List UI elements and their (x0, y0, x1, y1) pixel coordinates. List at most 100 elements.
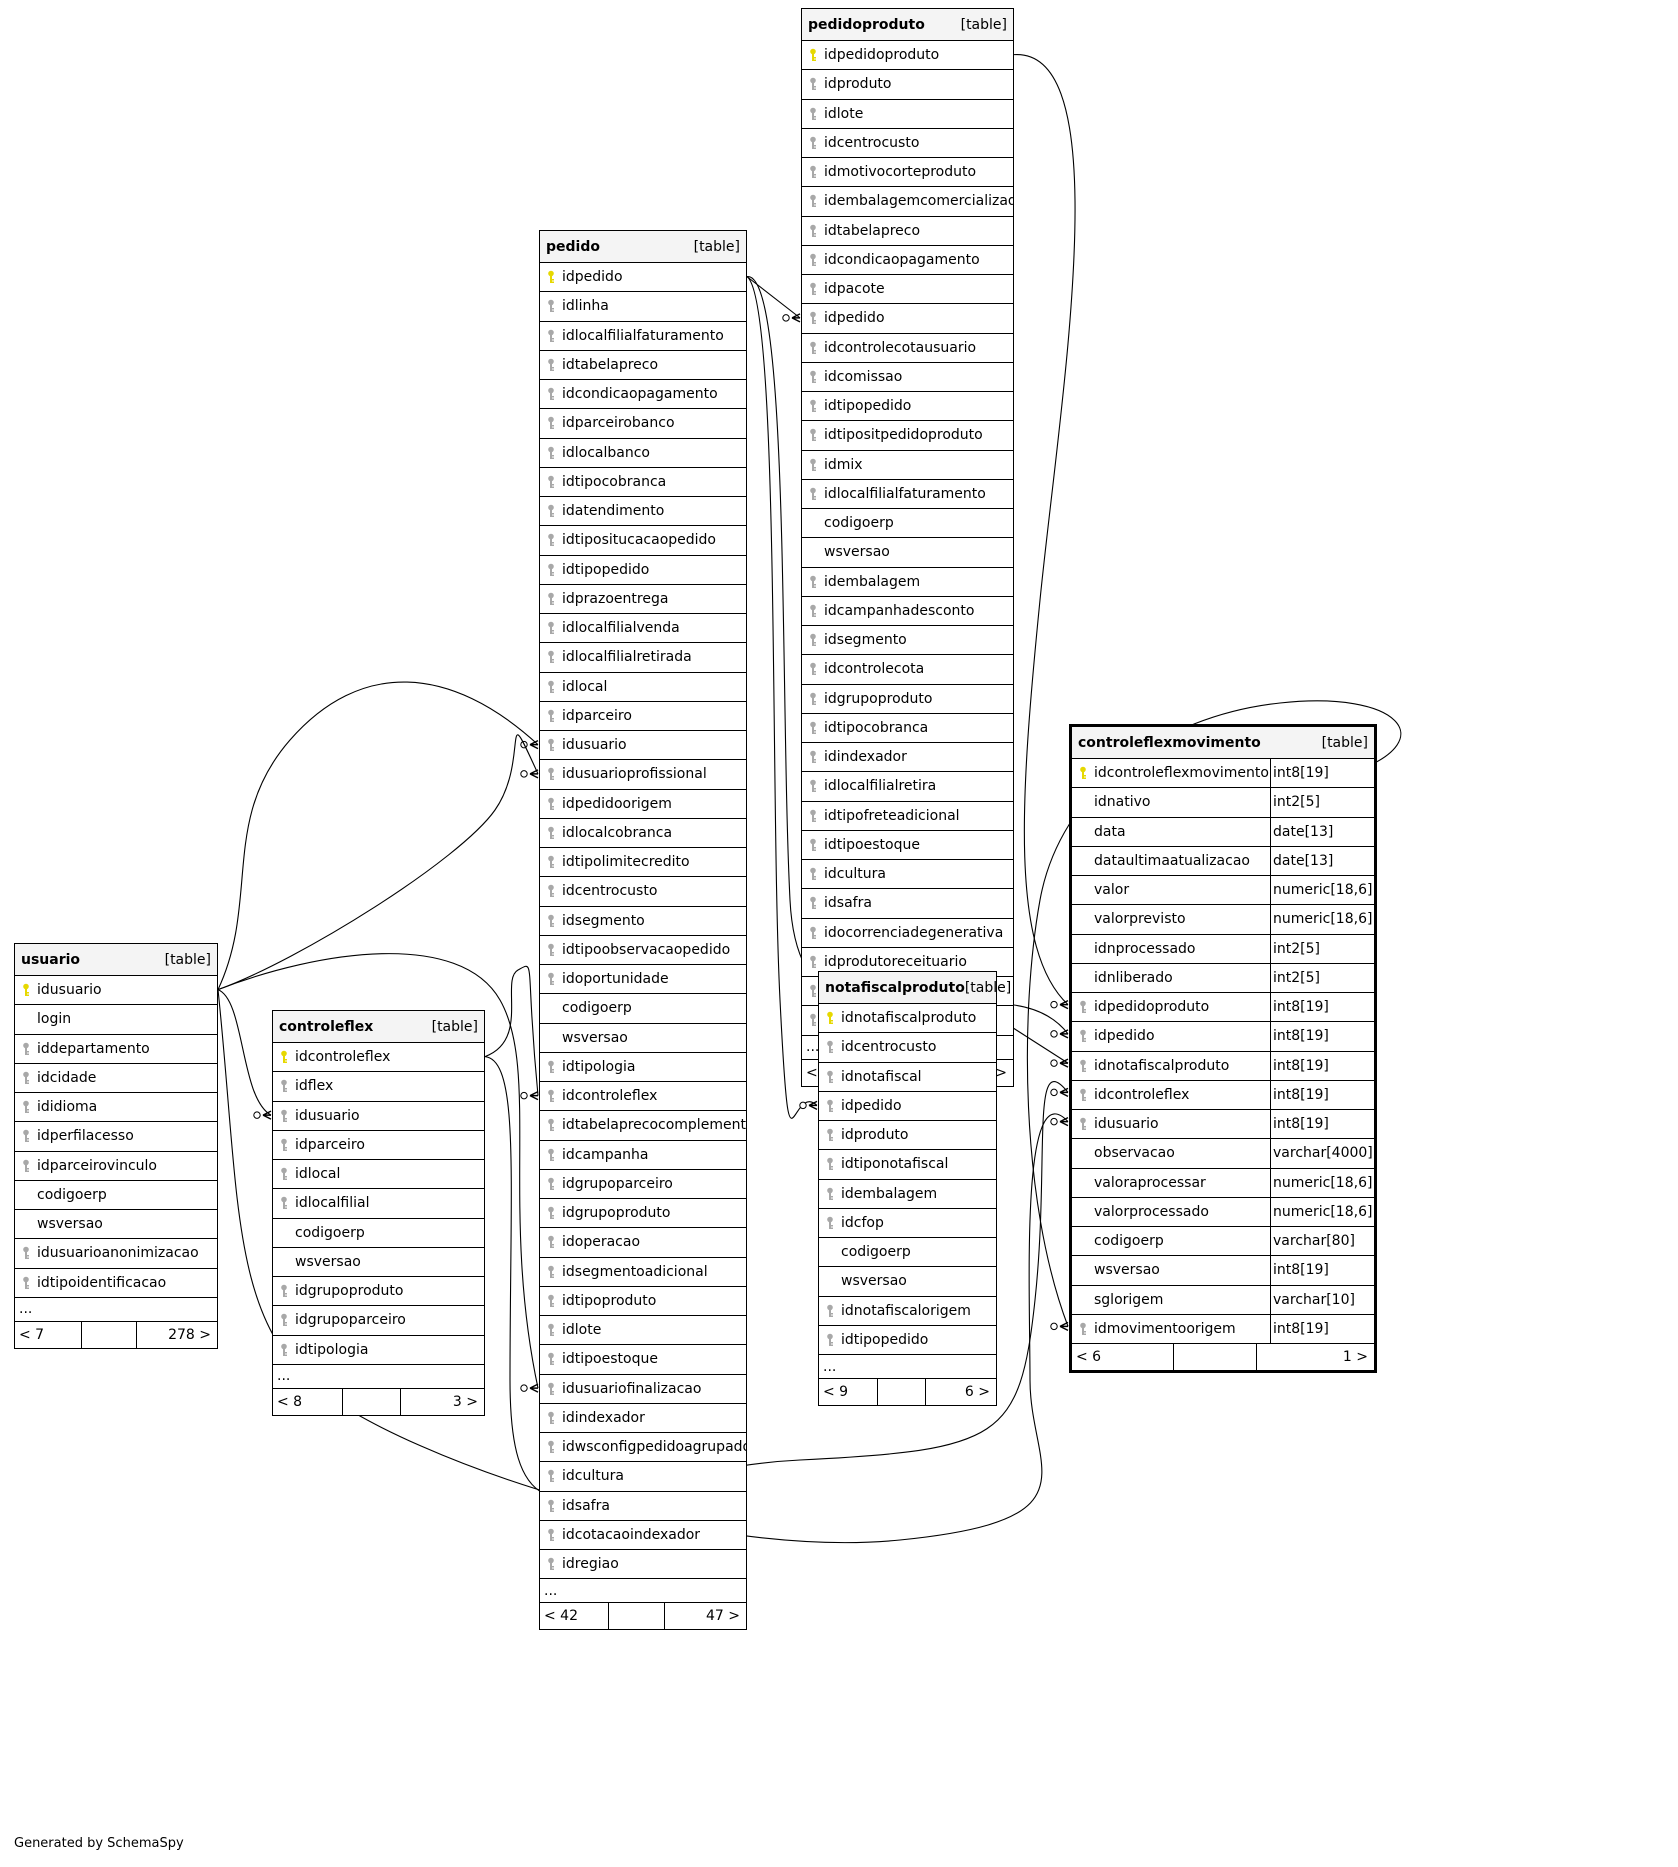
children-count[interactable]: 3 > (452, 1393, 478, 1410)
column-row[interactable]: codigoerp (273, 1219, 484, 1248)
column-row[interactable]: idlocalfilialfaturamento (802, 480, 1013, 509)
parents-count[interactable]: < 6 (1072, 1344, 1174, 1370)
column-row[interactable]: codigoerp (540, 994, 746, 1024)
column-row[interactable]: idtiponotafiscal (819, 1150, 996, 1180)
column-row[interactable]: idlote (540, 1316, 746, 1346)
children-count[interactable]: 6 > (964, 1384, 990, 1400)
column-row[interactable]: idcotacaoindexador (540, 1521, 746, 1550)
column-row[interactable]: idusuariofinalizacao (540, 1375, 746, 1404)
parents-count[interactable]: < 8 (273, 1388, 343, 1415)
column-row[interactable]: idproduto (802, 70, 1013, 100)
column-row[interactable]: idlocalfilialfaturamento (540, 322, 746, 351)
column-row[interactable]: idgrupoparceiro (540, 1170, 746, 1199)
column-row[interactable]: idlocalfilialvenda (540, 614, 746, 644)
column-row[interactable]: idprazoentrega (540, 585, 746, 614)
column-row[interactable]: wsversao (273, 1248, 484, 1277)
column-row[interactable]: idparceiro (273, 1131, 484, 1160)
column-row[interactable]: idtipopedido (540, 556, 746, 585)
column-row[interactable]: idpedido (540, 263, 746, 293)
column-row[interactable]: idnotafiscal (819, 1063, 996, 1092)
children-count[interactable]: 1 > (1342, 1349, 1368, 1365)
column-row[interactable]: idtipositucacaopedido (540, 526, 746, 556)
column-row[interactable]: idtipoobservacaopedido (540, 936, 746, 965)
column-row[interactable]: idlocal (273, 1160, 484, 1190)
column-row[interactable]: idcondicaopagamento (802, 246, 1013, 275)
column-row[interactable]: idperfilacesso (15, 1122, 217, 1152)
column-row[interactable]: idgrupoproduto (802, 685, 1013, 714)
column-row[interactable]: idlocalbanco (540, 439, 746, 468)
column-row[interactable]: idtipologia (273, 1336, 484, 1365)
column-row[interactable]: idtipoestoque (540, 1345, 746, 1375)
column-row[interactable]: idlinha (540, 292, 746, 322)
column-row[interactable]: idoperacao (540, 1228, 746, 1258)
column-row[interactable]: idtipoestoque (802, 831, 1013, 860)
column-row[interactable]: idsegmentoadicional (540, 1258, 746, 1287)
column-row[interactable]: idcidade (15, 1064, 217, 1093)
parents-count[interactable]: < 9 (819, 1379, 878, 1405)
column-row[interactable]: idcontroleflex (540, 1082, 746, 1112)
column-row[interactable]: idembalagemcomercializada (802, 187, 1013, 217)
column-row[interactable]: idparceiro (540, 702, 746, 731)
children-count[interactable]: 278 > (168, 1326, 211, 1343)
column-row[interactable]: idlocal (540, 673, 746, 702)
column-row[interactable]: idtabelapreco (540, 351, 746, 380)
column-row[interactable]: idtipoidentificacao (15, 1269, 217, 1298)
column-row[interactable]: idgrupoparceiro (273, 1306, 484, 1336)
column-row[interactable]: idlocalfilial (273, 1189, 484, 1219)
column-row[interactable]: idtipocobranca (802, 714, 1013, 743)
column-row[interactable]: idpacote (802, 275, 1013, 305)
column-row[interactable]: idcentrocusto (802, 129, 1013, 158)
column-row[interactable]: idembalagem (819, 1180, 996, 1209)
column-row[interactable]: idatendimento (540, 497, 746, 527)
column-row[interactable]: idcondicaopagamento (540, 380, 746, 410)
column-row[interactable]: idmix (802, 451, 1013, 480)
column-row[interactable]: idcampanha (540, 1141, 746, 1170)
column-row[interactable]: idtipoproduto (540, 1287, 746, 1316)
column-row[interactable]: ididioma (15, 1093, 217, 1123)
column-row[interactable]: idtipopedido (819, 1326, 996, 1355)
column-row[interactable]: idwsconfigpedidoagrupador (540, 1433, 746, 1463)
column-row[interactable]: idembalagem (802, 568, 1013, 597)
column-row[interactable]: wsversao (819, 1267, 996, 1297)
column-row[interactable]: idlocalcobranca (540, 819, 746, 848)
column-row[interactable]: idpedidoorigem (540, 790, 746, 819)
column-row[interactable]: idtipofreteadicional (802, 802, 1013, 831)
column-row[interactable]: idsafra (540, 1492, 746, 1521)
column-row[interactable]: wsversao (802, 538, 1013, 568)
column-row[interactable]: idtipopedido (802, 392, 1013, 422)
children-count[interactable]: 47 > (706, 1608, 740, 1625)
column-row[interactable]: idindexador (540, 1404, 746, 1433)
column-row[interactable]: idoportunidade (540, 965, 746, 995)
column-row[interactable]: iddepartamento (15, 1035, 217, 1064)
column-row[interactable]: idtipositpedidoproduto (802, 421, 1013, 451)
column-row[interactable]: login (15, 1005, 217, 1035)
column-row[interactable]: idtabelaprecocomplementar (540, 1111, 746, 1141)
column-row[interactable]: idsafra (802, 889, 1013, 919)
column-row[interactable]: idcentrocusto (540, 877, 746, 907)
column-row[interactable]: idgrupoproduto (540, 1199, 746, 1229)
column-row[interactable]: idtipologia (540, 1053, 746, 1082)
column-row[interactable]: idusuario (540, 731, 746, 761)
column-row[interactable]: idpedido (802, 304, 1013, 334)
column-row[interactable]: idusuario (15, 976, 217, 1006)
column-row[interactable]: wsversao (15, 1210, 217, 1240)
column-row[interactable]: idcfop (819, 1209, 996, 1238)
